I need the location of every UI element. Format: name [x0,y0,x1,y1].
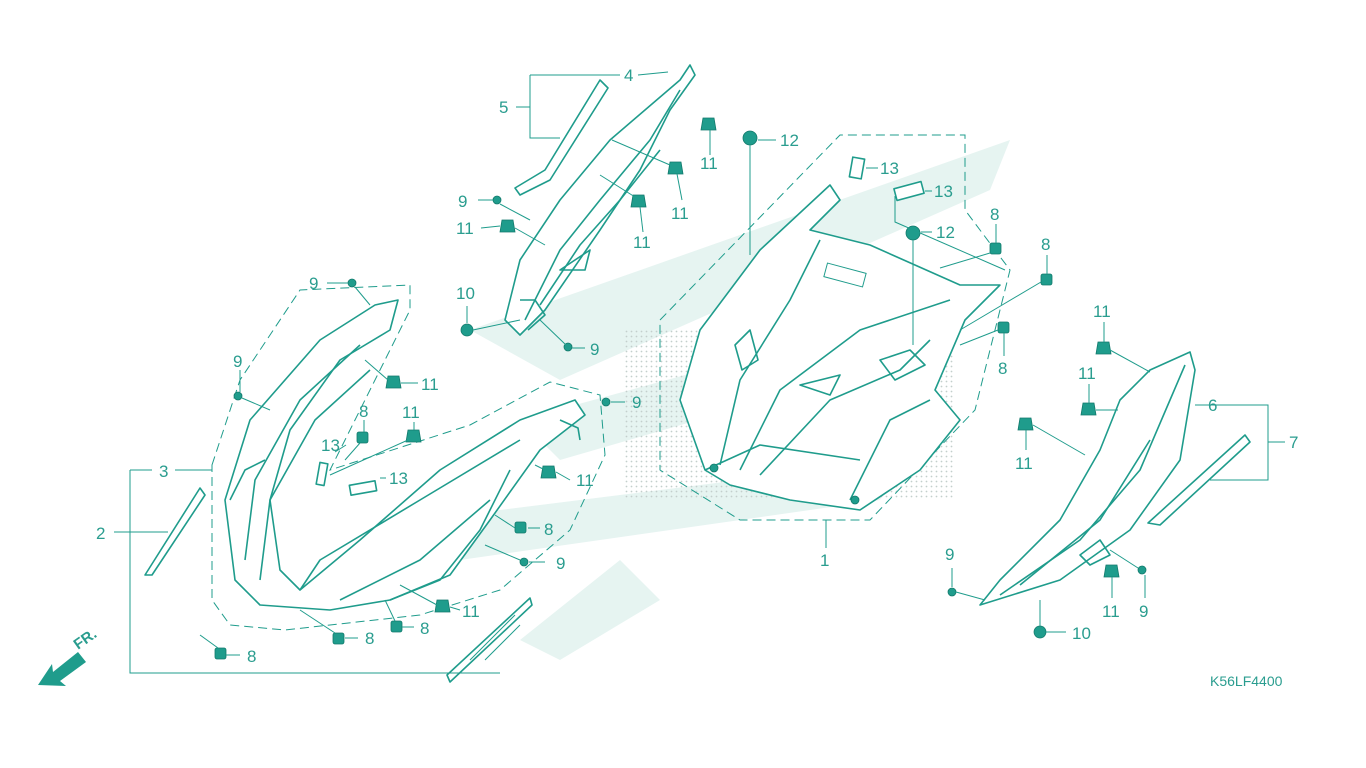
callout-9: 9 [233,352,242,371]
callout-11: 11 [1078,364,1096,383]
callout-11: 11 [421,375,439,394]
part-13-decals [315,156,925,496]
callout-10: 10 [456,284,475,303]
callout-8: 8 [1041,235,1050,254]
callout-11: 11 [402,403,420,422]
callout-1: 1 [820,551,829,570]
callout-11: 11 [576,471,594,490]
callout-13: 13 [321,436,340,455]
callout-8: 8 [365,629,374,648]
callout-13: 13 [389,469,408,488]
callout-9: 9 [1139,602,1148,621]
callout-12: 12 [780,131,799,150]
callout-11: 11 [671,204,689,223]
callout-11: 11 [633,233,651,252]
fasteners [214,117,1147,660]
callout-8: 8 [247,647,256,666]
callout-8: 8 [359,402,368,421]
callout-8: 8 [990,205,999,224]
callout-9: 9 [458,192,467,211]
callout-11: 11 [456,219,474,238]
part-code: K56LF4400 [1210,673,1283,689]
part-1-center-cowl [659,134,1011,521]
direction-label: FR. [71,625,101,653]
leader-lines [114,71,1285,674]
part-3-stripe [446,597,533,683]
callout-3: 3 [159,462,168,481]
callout-11: 11 [1015,454,1033,473]
callout-9: 9 [309,274,318,293]
callout-11: 11 [1102,602,1120,621]
callout-11: 11 [462,602,480,621]
part-2-stripe [144,487,206,576]
callout-13: 13 [880,159,899,178]
part-3-lower-cowl [211,284,606,631]
callout-9: 9 [945,545,954,564]
front-direction-arrow: FR. [38,625,100,686]
callout-labels: 1 2 3 4 5 6 7 8 8 8 8 8 8 8 8 9 9 9 9 9 … [96,66,1298,666]
part-5-stripe [514,79,609,196]
callout-9: 9 [556,554,565,573]
part-4-upper-cowl [504,64,696,336]
part-7-stripe [1147,434,1251,526]
part-6-right-cowl [979,351,1196,606]
callout-8: 8 [544,520,553,539]
callout-8: 8 [998,359,1007,378]
callout-4: 4 [624,66,633,85]
callout-11: 11 [700,154,718,173]
callout-10: 10 [1072,624,1091,643]
callout-12: 12 [936,223,955,242]
callout-13: 13 [934,182,953,201]
callout-7: 7 [1289,433,1298,452]
callout-2: 2 [96,524,105,543]
callout-9: 9 [590,340,599,359]
callout-8: 8 [420,619,429,638]
callout-11: 11 [1093,302,1111,321]
callout-5: 5 [499,98,508,117]
callout-6: 6 [1208,396,1217,415]
callout-9: 9 [632,393,641,412]
